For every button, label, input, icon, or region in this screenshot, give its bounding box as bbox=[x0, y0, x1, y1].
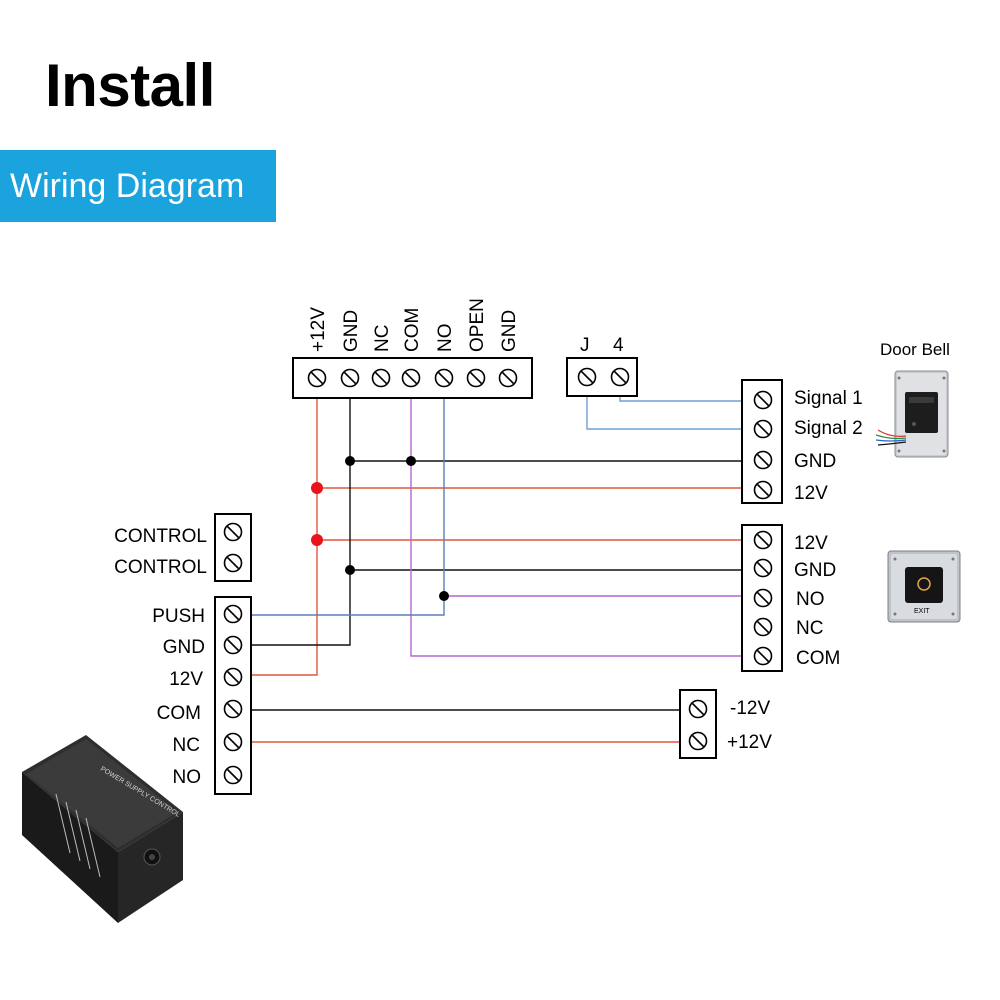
terminal-label: +12V bbox=[308, 307, 329, 352]
terminal-label: J bbox=[580, 335, 590, 356]
terminal-label: COM bbox=[796, 648, 840, 669]
junction-node bbox=[439, 591, 449, 601]
wire-signal-1 bbox=[619, 396, 742, 402]
exit-button-device: EXIT bbox=[887, 550, 961, 623]
junction-node bbox=[311, 482, 323, 494]
terminal-label: NO bbox=[796, 589, 825, 610]
wire-signal-2 bbox=[586, 396, 742, 430]
terminal-label: -12V bbox=[730, 698, 770, 719]
terminal-label: GND bbox=[499, 310, 520, 352]
power-supply-device: POWER SUPPLY CONTROL bbox=[22, 735, 183, 923]
junction-node bbox=[311, 534, 323, 546]
terminal-label: NC bbox=[796, 618, 823, 639]
terminal-label: GND bbox=[163, 637, 205, 658]
wire-ground bbox=[252, 399, 351, 646]
terminal-label: Signal 2 bbox=[794, 418, 863, 439]
power-supply-terminal-block: PUSH GND 12V COM NC NO bbox=[152, 596, 252, 795]
terminal-label: NC bbox=[372, 325, 393, 352]
power-supply-control-block: CONTROL CONTROL bbox=[114, 513, 252, 582]
terminal-label: OPEN bbox=[467, 298, 488, 352]
junction-node bbox=[345, 456, 355, 466]
terminal-label: GND bbox=[341, 310, 362, 352]
terminal-label: 12V bbox=[169, 669, 203, 690]
wires bbox=[252, 396, 742, 743]
lock-terminal-block: -12V +12V bbox=[679, 689, 772, 759]
terminal-label: GND bbox=[794, 451, 836, 472]
doorbell-device: Door Bell bbox=[875, 340, 950, 458]
terminal-label: NC bbox=[173, 735, 200, 756]
terminal-label: NO bbox=[435, 324, 456, 353]
terminal-label: CONTROL bbox=[114, 557, 207, 578]
terminal-label: 12V bbox=[794, 533, 828, 554]
junction-node bbox=[345, 565, 355, 575]
controller-terminal-block: +12V GND NC COM NO OPEN GND bbox=[292, 298, 533, 399]
exit-device-label: EXIT bbox=[914, 608, 930, 615]
terminal-label: Signal 1 bbox=[794, 388, 863, 409]
terminal-label: GND bbox=[794, 560, 836, 581]
exit-button-terminal-block: 12V GND NO NC COM bbox=[741, 524, 840, 672]
terminal-label: CONTROL bbox=[114, 526, 207, 547]
wire-open bbox=[252, 399, 445, 616]
terminal-label: COM bbox=[402, 308, 423, 352]
terminal-label: +12V bbox=[727, 732, 772, 753]
terminal-label: COM bbox=[157, 703, 201, 724]
doorbell-connector: J 4 bbox=[566, 335, 638, 397]
doorbell-terminal-block: Signal 1 Signal 2 GND 12V bbox=[741, 379, 863, 504]
wire-com bbox=[410, 399, 742, 657]
terminal-label: 12V bbox=[794, 483, 828, 504]
junction-nodes bbox=[311, 456, 449, 601]
wire-power-12v bbox=[252, 399, 318, 676]
terminal-label: NO bbox=[173, 767, 202, 788]
junction-node bbox=[406, 456, 416, 466]
section-banner: Wiring Diagram bbox=[0, 150, 276, 222]
doorbell-caption: Door Bell bbox=[880, 340, 950, 359]
terminal-label: PUSH bbox=[152, 606, 205, 627]
terminal-label: 4 bbox=[613, 335, 624, 356]
page-title: Install bbox=[45, 52, 215, 119]
